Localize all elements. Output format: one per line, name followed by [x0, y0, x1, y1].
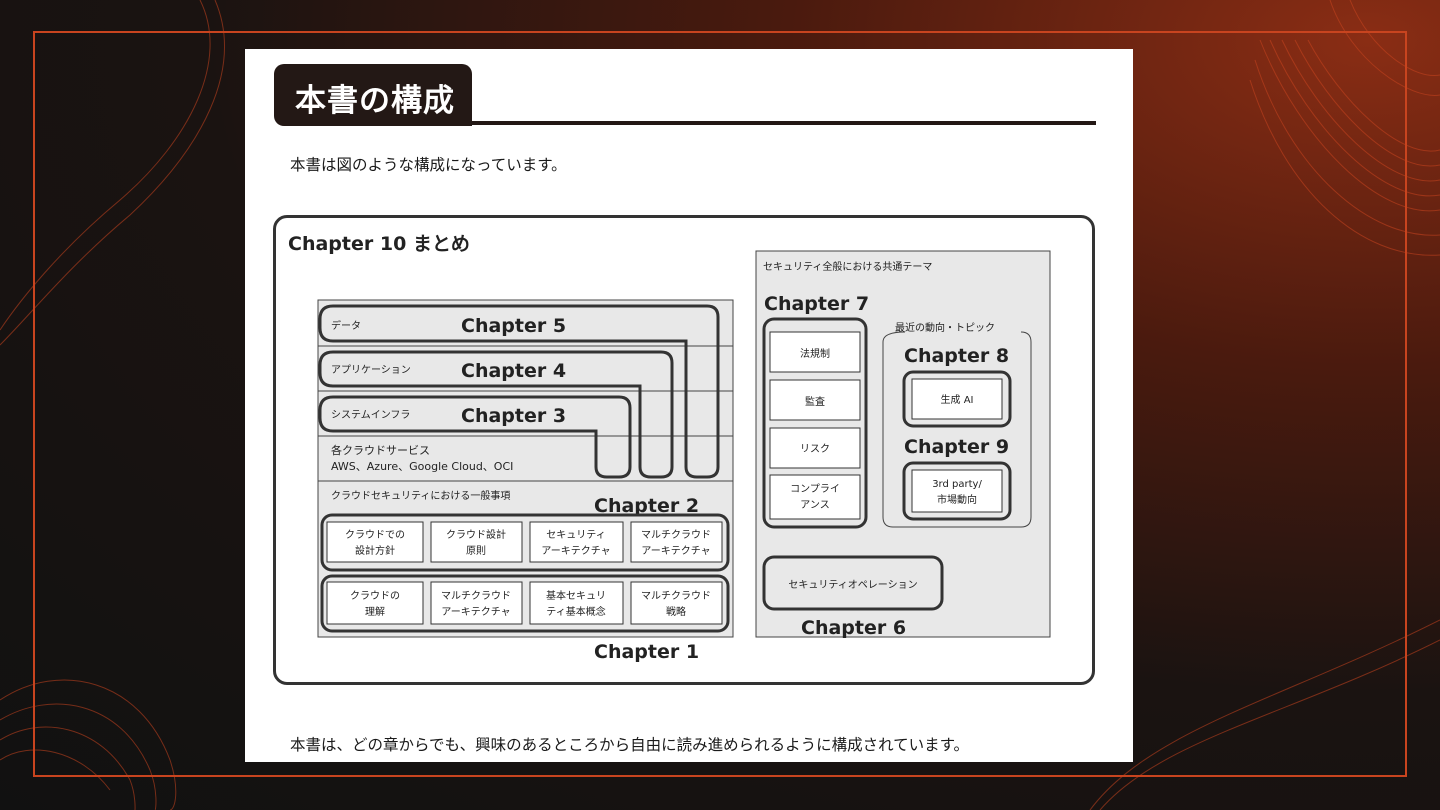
security-operations-label: セキュリティオペレーション [788, 579, 917, 591]
structure-diagram: Chapter 10 まとめ データ Chapter 5 アプリケーション Ch… [288, 233, 1051, 663]
ch1-box-1-line1: クラウドの [350, 590, 400, 602]
chapter-1-group [320, 574, 730, 633]
recent-topics-label: 最近の動向・トピック [895, 321, 995, 334]
layer-label-data: データ [331, 319, 361, 332]
ch7-item-regulation: 法規制 [800, 347, 830, 360]
chapter-4-label: Chapter 4 [461, 360, 566, 382]
chapter-4-bracket [318, 350, 674, 479]
ch2-box-3-line2: アーキテクチャ [541, 545, 610, 557]
ch9-item-line1: 3rd party/ [932, 479, 982, 490]
ch7-box-audit [769, 379, 861, 421]
ch7-box-risk [769, 427, 861, 469]
common-theme-label: セキュリティ全般における共通テーマ [763, 260, 932, 273]
chapter-5-label: Chapter 5 [461, 315, 566, 337]
slide-frame [33, 31, 1407, 777]
structure-diagram-frame [273, 215, 1095, 685]
left-stack-background [317, 299, 734, 638]
ch1-box-3-line2: ティ基本概念 [546, 605, 605, 618]
chapter-7-label: Chapter 7 [764, 293, 869, 315]
ch7-item-audit: 監査 [805, 395, 825, 408]
ch1-box-4-line2: 戦略 [666, 605, 686, 618]
intro-text: 本書は図のような構成になっています。 [290, 156, 567, 174]
ch2-box-4-line1: マルチクラウド [641, 529, 711, 541]
ch7-item-risk: リスク [800, 443, 830, 455]
ch9-item-line2: 市場動向 [937, 493, 977, 506]
ch2-box-1 [326, 521, 424, 563]
chapter-9-group [902, 461, 1012, 521]
ch7-box-regulation [769, 331, 861, 373]
page-heading: 本書の構成 [295, 83, 455, 119]
chapter-3-bracket [318, 395, 632, 479]
ch2-box-1-line1: クラウドでの [345, 529, 405, 541]
ch9-box [911, 469, 1003, 513]
ch1-box-1-line2: 理解 [365, 605, 385, 618]
chapter-5-bracket [318, 304, 720, 479]
chapter-7-group [762, 317, 868, 529]
ch1-box-2-line1: マルチクラウド [441, 590, 511, 602]
chapter-6-group [762, 555, 944, 611]
layer-label-system-infra: システムインフラ [331, 409, 410, 421]
ch8-box [911, 378, 1003, 420]
layer-label-application: アプリケーション [331, 364, 411, 376]
chapter-1-boxes: クラウドの 理解 マルチクラウド アーキテクチャ 基本セキュリ ティ基本概念 マ… [326, 581, 723, 625]
ch1-box-2-line2: アーキテクチャ [441, 606, 510, 618]
chapter-6-label: Chapter 6 [801, 617, 906, 639]
cloud-services-label: 各クラウドサービス [331, 443, 430, 457]
ch2-box-1-line2: 設計方針 [355, 544, 395, 557]
ch1-box-2 [430, 581, 523, 625]
ch2-box-2-line1: クラウド設計 [446, 528, 506, 541]
chapter-8-label: Chapter 8 [904, 345, 1009, 367]
chapter-10-label: Chapter 10 まとめ [288, 233, 470, 255]
chapter-3-label: Chapter 3 [461, 405, 566, 427]
outro-text: 本書は、どの章からでも、興味のあるところから自由に読み進められるように構成されて… [290, 736, 970, 754]
chapter-8-group [902, 370, 1012, 428]
ch7-item-compliance-line2: アンス [800, 500, 829, 511]
ch8-item-generative-ai: 生成 AI [941, 393, 974, 406]
chapter-1-label: Chapter 1 [594, 641, 699, 663]
ch2-box-2 [430, 521, 523, 563]
general-topics-label: クラウドセキュリティにおける一般事項 [331, 489, 510, 502]
heading-tab [274, 64, 472, 126]
ch7-item-compliance-line1: コンプライ [790, 483, 840, 495]
ch1-box-4 [630, 581, 723, 625]
ch2-box-4-line2: アーキテクチャ [641, 545, 710, 557]
ch1-box-3-line1: 基本セキュリ [546, 589, 606, 602]
ch2-box-4 [630, 521, 723, 563]
chapter-2-group [320, 513, 730, 572]
ch1-box-3 [529, 581, 624, 625]
ch1-box-1 [326, 581, 424, 625]
cloud-services-providers: AWS、Azure、Google Cloud、OCI [331, 460, 513, 473]
ch7-box-compliance [769, 474, 861, 520]
ch1-box-4-line1: マルチクラウド [641, 590, 711, 602]
heading-rule [469, 121, 1096, 125]
chapter-9-label: Chapter 9 [904, 436, 1009, 458]
ch2-box-3 [529, 521, 624, 563]
ch2-box-3-line1: セキュリティ [546, 529, 605, 541]
chapter-2-boxes: クラウドでの 設計方針 クラウド設計 原則 セキュリティ アーキテクチャ マルチ… [326, 521, 723, 563]
chapter-2-label: Chapter 2 [594, 495, 699, 517]
ch2-box-2-line2: 原則 [466, 545, 486, 557]
recent-topics-bracket [882, 331, 1032, 528]
